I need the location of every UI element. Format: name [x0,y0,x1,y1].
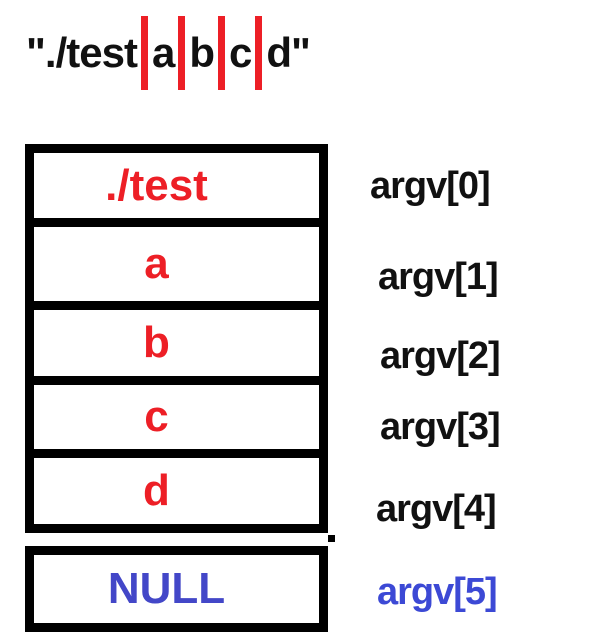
title-segment-arg-c: c [228,29,252,76]
delimiter-bar [217,16,225,90]
title-segment-arg-d: d" [266,29,311,76]
argv-value-5: NULL [107,564,226,613]
command-string: "./test a b c d" [26,16,311,90]
title-segment-program: "./test [26,29,138,76]
argv-value-1: a [144,239,169,288]
delimiter-bar [178,16,186,90]
title-segment-arg-b: b [189,29,215,76]
argv-cell-3: c [34,385,319,458]
argv-value-2: b [143,318,170,367]
delimiter-bar [255,16,263,90]
argv-label-3: argv[3] [380,406,501,448]
argv-value-4: d [143,466,170,515]
argv-cell-0: ./test [34,153,319,227]
argv-cell-2: b [34,310,319,385]
argv-label-1: argv[1] [378,256,499,298]
argv-value-0: ./test [105,160,208,210]
argv-cell-4: d [34,458,319,524]
title-segment-arg-a: a [151,29,175,76]
argv-value-3: c [144,392,169,441]
null-terminator-cell: NULL [25,546,328,632]
argv-cell-1: a [34,227,319,310]
argv-label-0: argv[0] [370,165,491,207]
argv-label-5: argv[5] [377,571,498,613]
delimiter-bar [140,16,148,90]
argv-stack: ./test a b c d [25,144,328,533]
border-artifact [328,535,335,542]
argv-label-2: argv[2] [380,335,501,377]
argv-label-4: argv[4] [376,488,497,530]
